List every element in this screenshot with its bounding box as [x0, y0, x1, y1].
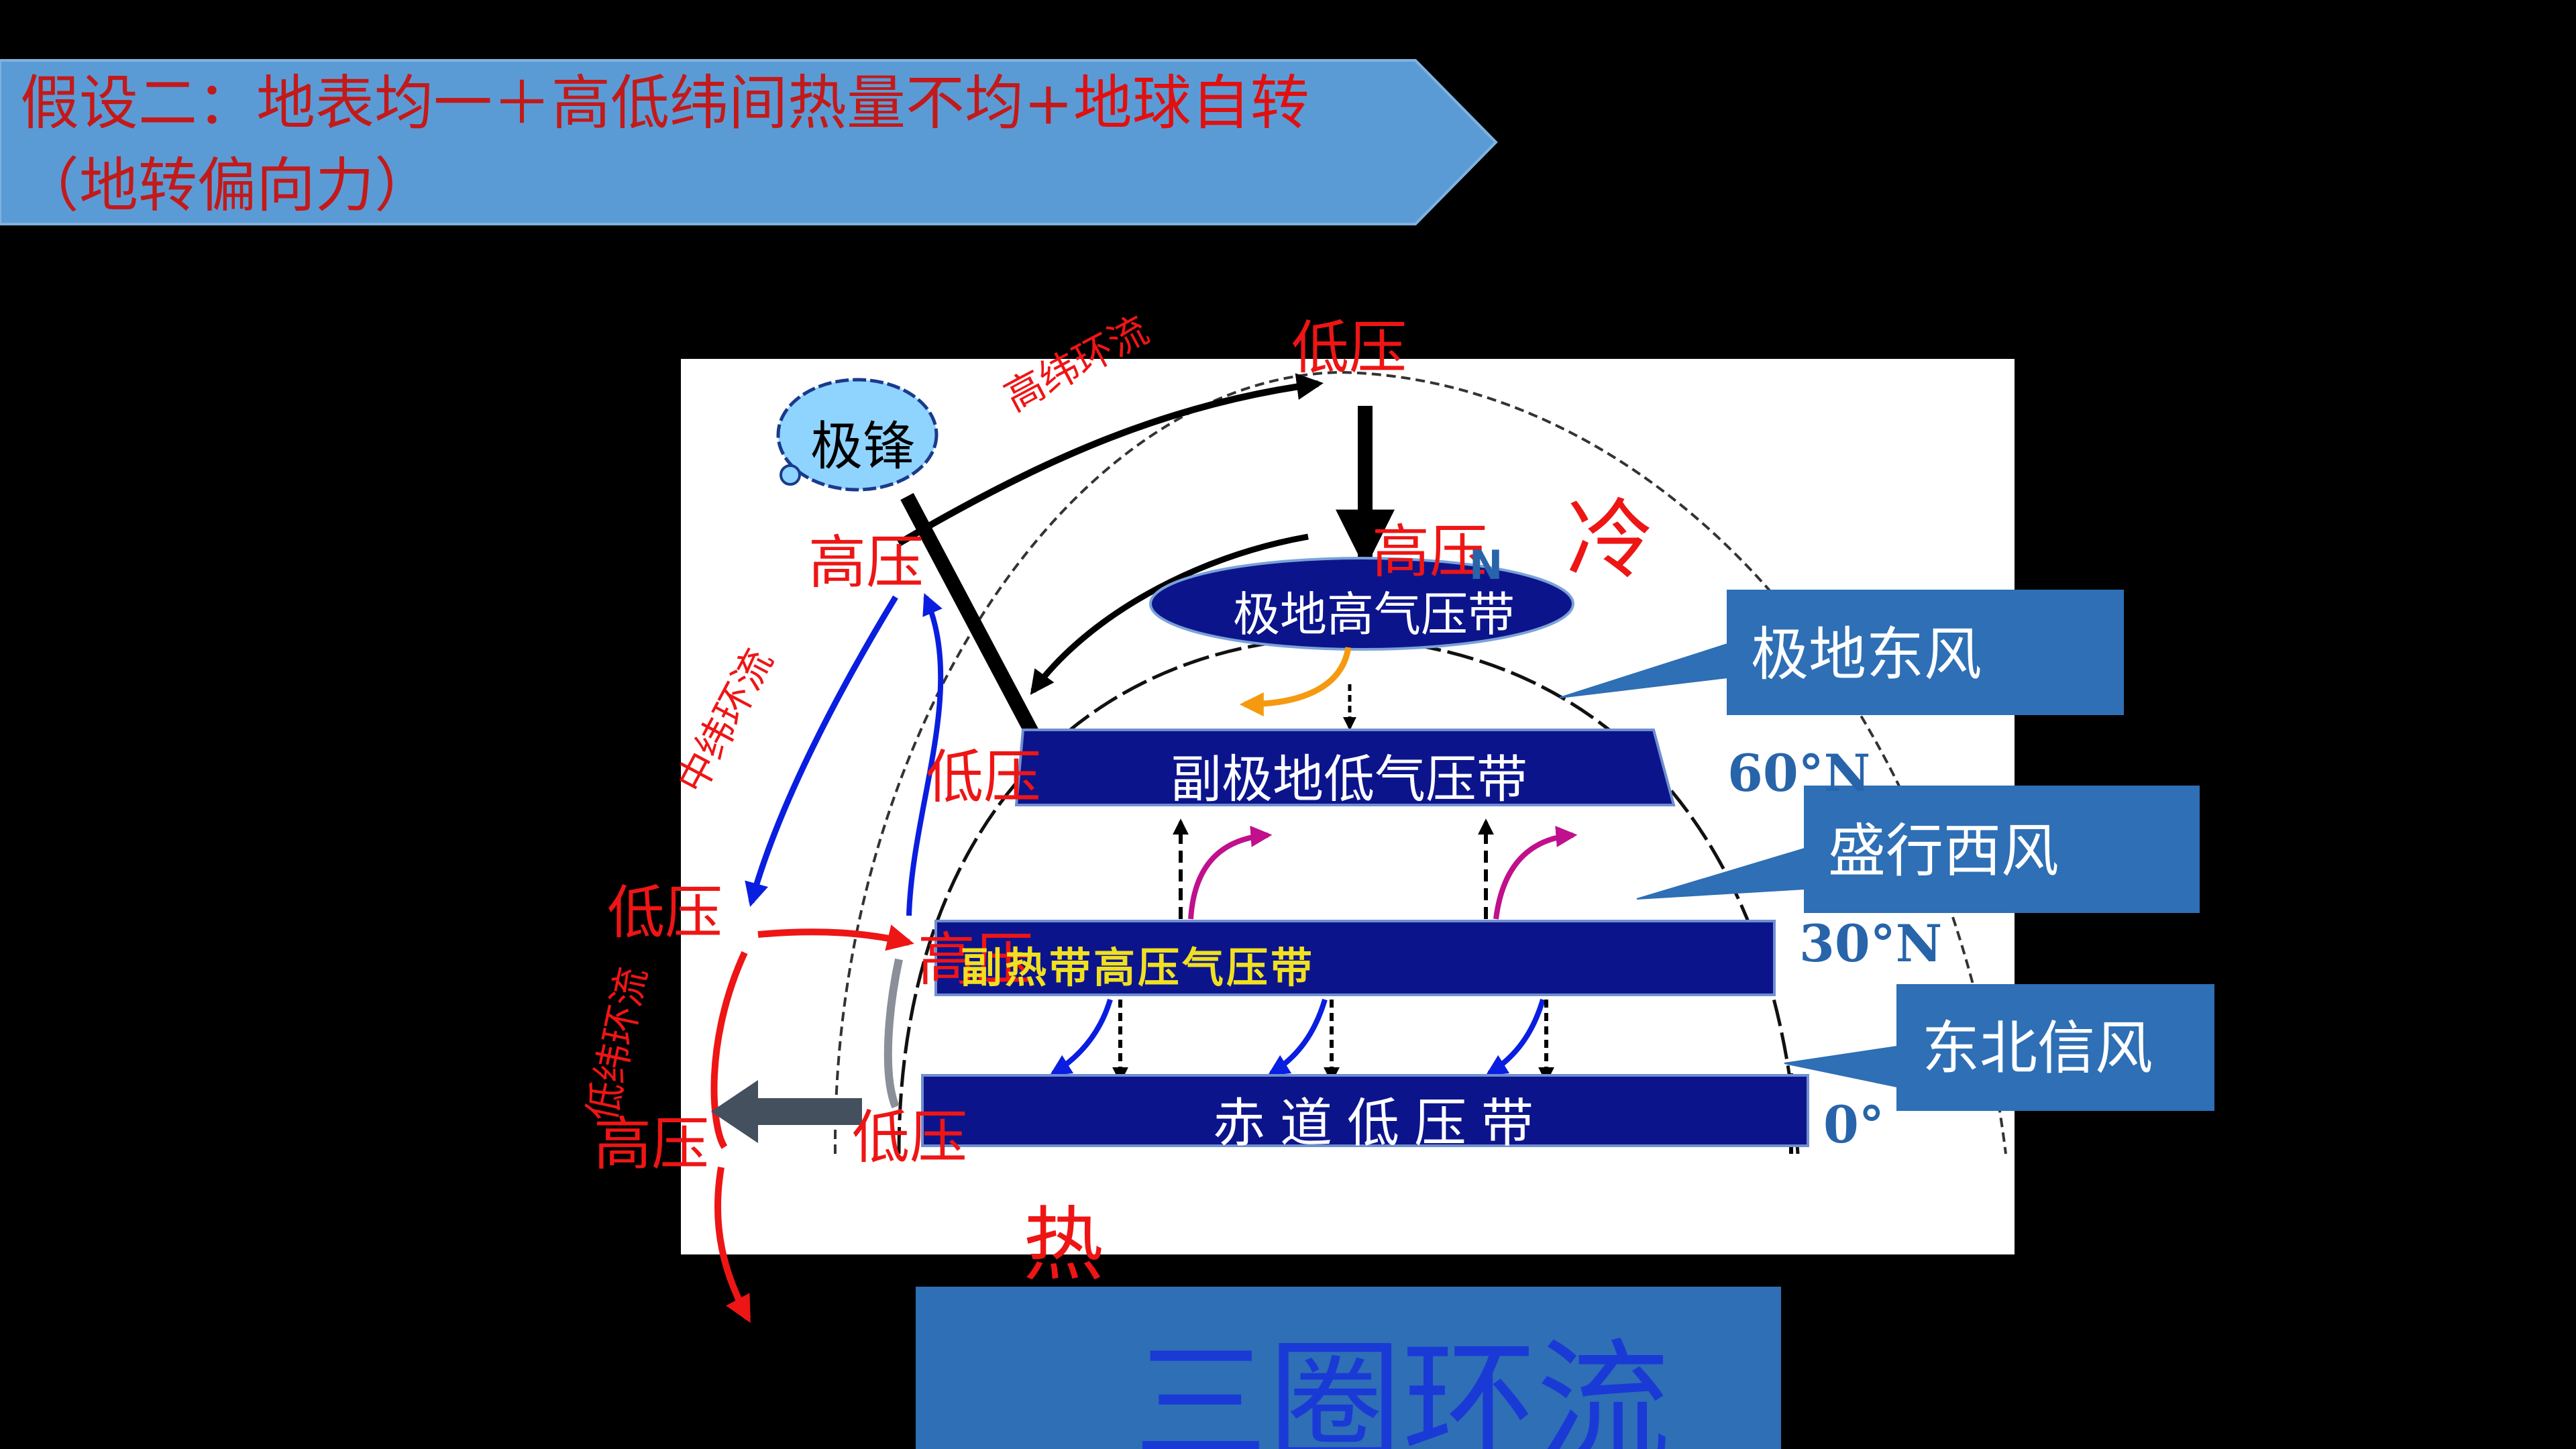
low-cell-bottom-arrow: [714, 1167, 751, 1324]
subpolar-low-belt-label: 副极地低气压带: [1171, 749, 1527, 809]
trade-arrow-2: [1267, 998, 1328, 1076]
callout-ne-trades: 东北信风: [1922, 1015, 2153, 1082]
subtropical-high-belt-label: 副热带高压气压带: [961, 943, 1316, 992]
equatorial-low-belt-shape: [921, 1074, 1809, 1147]
callout-westerlies: 盛行西风: [1828, 818, 2059, 885]
high-cell-upper-arrow: [897, 373, 1324, 547]
polar-front-line: [900, 492, 1040, 739]
high-pressure-left: 高压: [808, 529, 924, 596]
title-line-2: （地转偏向力）: [20, 151, 434, 220]
low-cell-rise-arrow: [883, 958, 903, 1109]
bottom-title: 三圈环流: [1134, 1326, 1671, 1449]
callout-polar-easterlies: 极地东风: [1751, 621, 1982, 688]
bottom-title-box: [916, 1287, 1781, 1449]
low-pressure-bottom: 低压: [852, 1104, 967, 1171]
westerly-arrow-1: [1188, 825, 1273, 920]
polar-high-belt-shape: [1149, 557, 1574, 651]
title-banner: [0, 59, 1498, 225]
high-pressure-subtropical: 高压: [918, 926, 1033, 994]
low-cell-down-arrow: [710, 951, 748, 1149]
partial-n-label: N: [1469, 542, 1503, 589]
polar-high-belt-label: 极地高气压带: [1233, 587, 1515, 642]
polar-front-label: 极锋: [810, 417, 916, 477]
hot-label: 热: [1023, 1199, 1104, 1292]
polar-front-cloud: [776, 378, 938, 492]
cold-label: 冷: [1566, 489, 1654, 591]
westerly-arrow-2: [1493, 826, 1578, 920]
high-cell-surface-arrow: [1030, 533, 1309, 695]
latitude-0-label: 0°: [1823, 1095, 1884, 1155]
trade-arrow-1: [1049, 998, 1113, 1076]
subpolar-low-belt-shape: [1014, 729, 1676, 806]
low-pressure-subpolar: 低压: [926, 744, 1041, 811]
atmosphere-outline: [833, 370, 2007, 1155]
low-pressure-left: 低压: [607, 879, 722, 947]
low-cell-top-arrow: [757, 924, 914, 951]
mid-cell-up-arrow: [906, 593, 944, 916]
callout-polar-easterlies-shape: [1559, 590, 2124, 715]
title-part-2: 地球自转: [1073, 68, 1309, 138]
equatorial-low-belt-label: 赤道低压带: [1213, 1093, 1549, 1154]
surface-return-arrow: [711, 1080, 862, 1143]
callout-ne-trades-shape: [1784, 984, 2214, 1111]
callout-westerlies-shape: [1636, 786, 2200, 913]
title-line-1: 假设二：地表均一＋高低纬间热量不均+地球自转: [20, 64, 1309, 143]
subtropical-high-belt-shape: [934, 920, 1776, 996]
latitude-60-label: 60°N: [1727, 743, 1871, 803]
mid-cell-down-arrow: [745, 595, 898, 907]
low-pressure-top: 低压: [1291, 315, 1407, 382]
latitude-30-label: 30°N: [1799, 914, 1943, 973]
high-pressure-polar: 高压: [1372, 519, 1487, 586]
high-pressure-bottom: 高压: [594, 1111, 709, 1178]
title-part-1: 假设二：地表均一＋高低纬间热量不均+: [20, 68, 1073, 138]
polar-easterly-arrow: [1239, 647, 1352, 716]
trade-arrow-3: [1485, 998, 1546, 1076]
